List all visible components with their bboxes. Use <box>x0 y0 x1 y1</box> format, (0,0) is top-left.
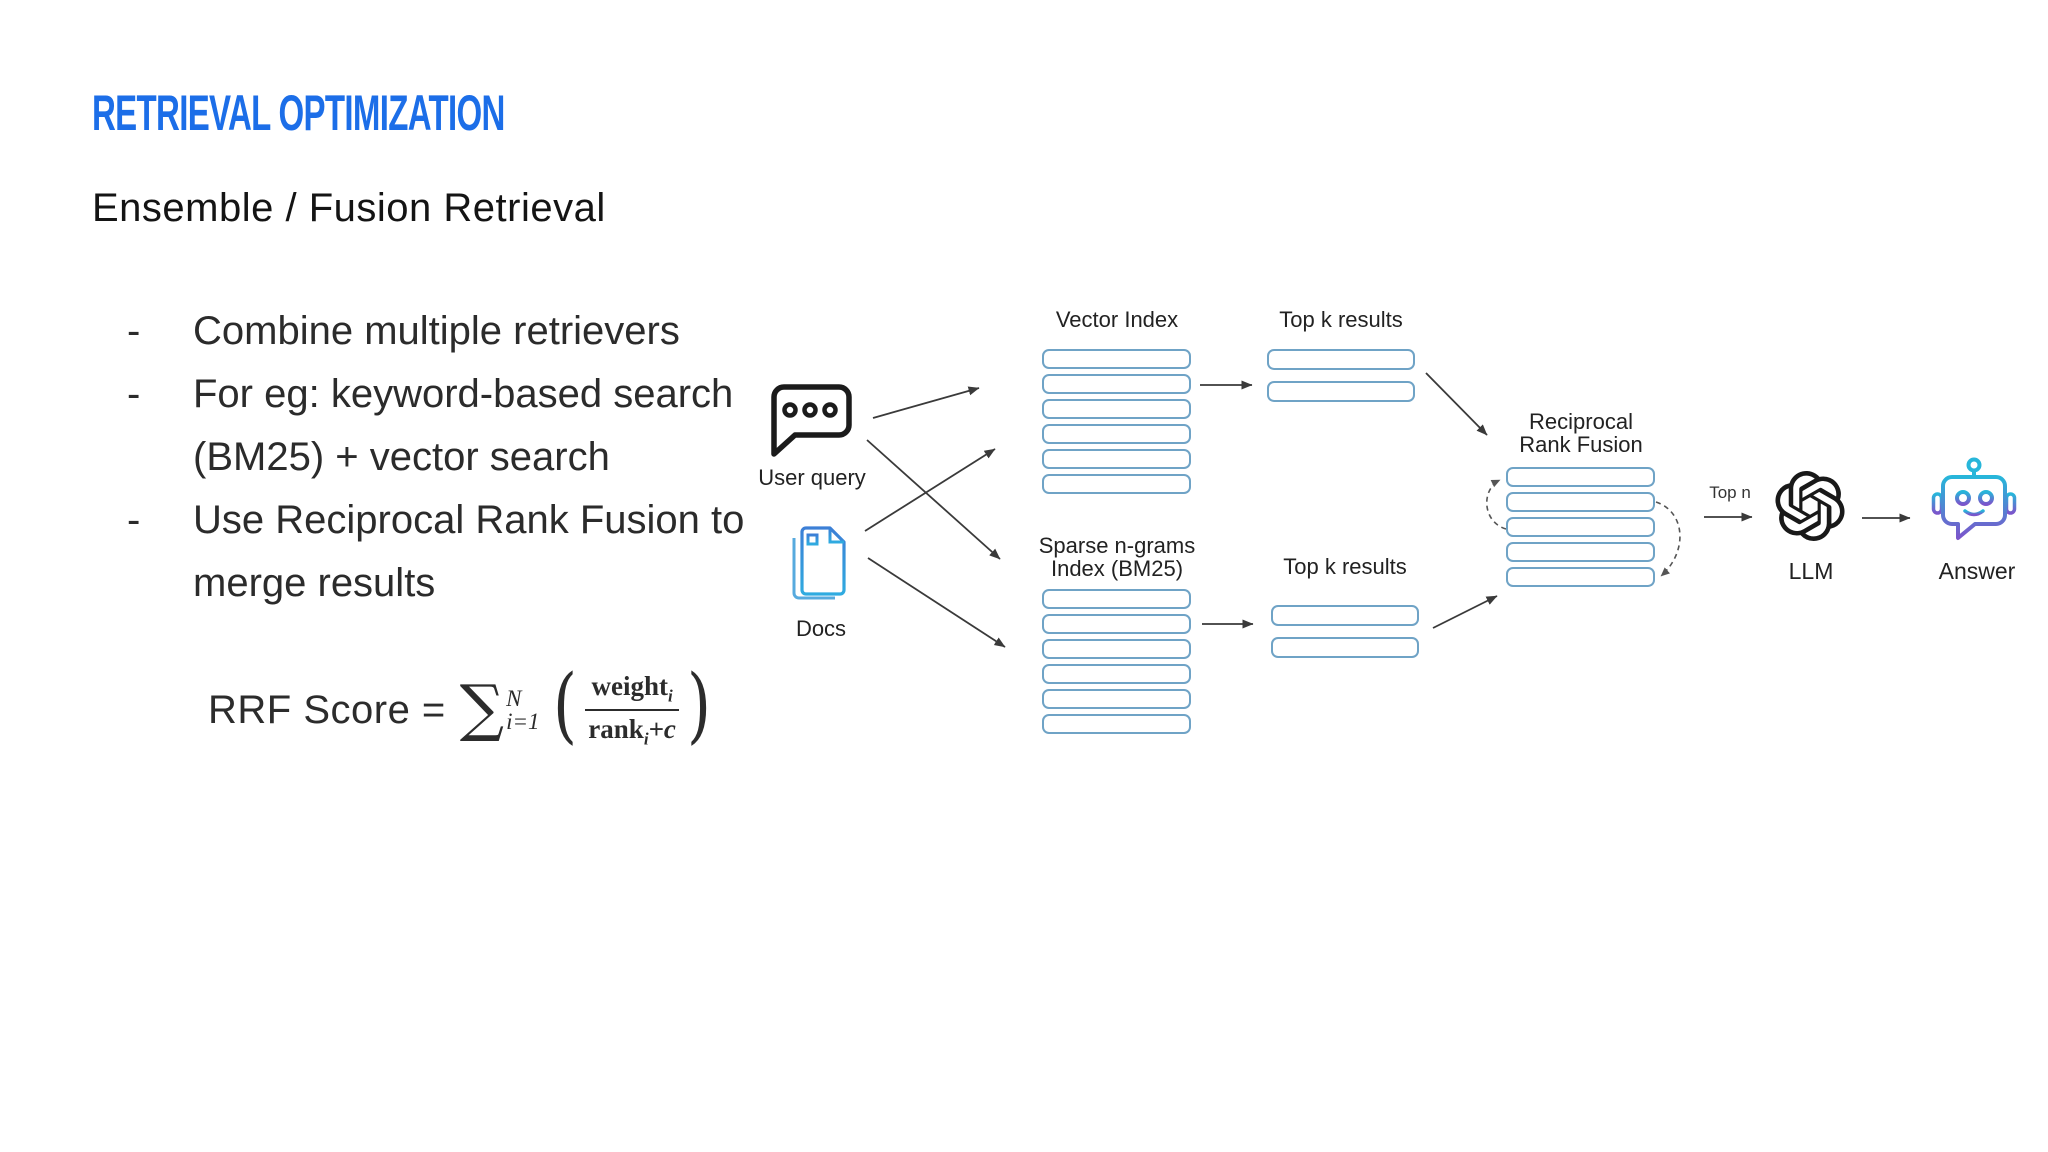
bullet-item: - Combine multiple retrievers <box>127 300 787 363</box>
index-row <box>1042 449 1191 469</box>
arrow-docs-to-vector-index <box>864 448 996 532</box>
sparse-index-label-line2: Index (BM25) <box>1050 556 1184 581</box>
result-row <box>1271 605 1419 626</box>
rrf-reorder-arc-right <box>1655 501 1681 577</box>
vector-index-label: Vector Index <box>1055 307 1179 332</box>
arrow-topk-vector-to-rrf <box>1425 372 1488 436</box>
result-row <box>1267 381 1415 402</box>
fused-result-row <box>1506 517 1655 537</box>
denominator-tail: +c <box>648 714 676 744</box>
numerator-base: weight <box>591 670 668 701</box>
formula-lhs: RRF Score = <box>208 687 446 732</box>
fraction-denominator: ranki+c <box>588 711 676 749</box>
arrow-userquery-to-sparse-index <box>866 439 1001 560</box>
sigma-lower-limit: i=1 <box>506 709 540 734</box>
index-row <box>1042 614 1191 634</box>
user-query-label: User query <box>758 465 866 490</box>
bullet-item: - Use Reciprocal Rank Fusion to merge re… <box>127 489 787 615</box>
docs-icon <box>792 526 846 600</box>
right-paren: ) <box>686 658 711 753</box>
index-row <box>1042 374 1191 394</box>
openai-llm-icon <box>1775 471 1845 542</box>
numerator-subscript: i <box>667 686 673 705</box>
sparse-index-stack <box>1042 589 1191 734</box>
answer-label: Answer <box>1938 558 2016 584</box>
bullet-line: (BM25) + vector search <box>193 435 610 479</box>
index-row <box>1042 424 1191 444</box>
slide-subtitle: Ensemble / Fusion Retrieval <box>92 186 606 230</box>
top-n-label: Top n <box>1709 483 1751 502</box>
arrow-topk-sparse-to-rrf <box>1432 595 1498 629</box>
topk-sparse-label: Top k results <box>1283 554 1407 579</box>
sigma-limits: N i=1 <box>506 687 539 733</box>
topk-vector-stack <box>1267 349 1415 402</box>
bullet-line: Use Reciprocal Rank Fusion to <box>193 498 745 542</box>
fused-result-row <box>1506 542 1655 562</box>
denominator-base: rank <box>588 714 644 744</box>
rrf-formula: RRF Score = ∑ N i=1 ( weighti ranki+c ) <box>208 658 715 753</box>
bullet-line: Combine multiple retrievers <box>193 309 680 353</box>
fused-result-row <box>1506 492 1655 512</box>
result-row <box>1267 349 1415 370</box>
sigma-upper-limit: N <box>506 686 522 711</box>
topk-sparse-stack <box>1271 605 1419 658</box>
fraction-numerator: weighti <box>585 670 679 711</box>
sparse-index-label: Sparse n-grams Index (BM25) <box>1027 534 1207 580</box>
fused-result-row <box>1506 467 1655 487</box>
bullet-dash: - <box>127 498 141 542</box>
index-row <box>1042 689 1191 709</box>
arrow-docs-to-sparse-index <box>867 557 1006 648</box>
index-row <box>1042 639 1191 659</box>
bullet-dash: - <box>127 372 141 416</box>
bullet-line: merge results <box>193 561 436 605</box>
index-row <box>1042 664 1191 684</box>
sigma-symbol: ∑ <box>459 671 505 744</box>
fused-result-row <box>1506 567 1655 587</box>
result-row <box>1271 637 1419 658</box>
topk-vector-label: Top k results <box>1279 307 1403 332</box>
llm-label: LLM <box>1788 558 1834 584</box>
denominator-subscript: i <box>643 729 649 749</box>
bullet-dash: - <box>127 309 141 353</box>
rrf-label: Reciprocal Rank Fusion <box>1496 410 1666 456</box>
bullet-item: - For eg: keyword-based search (BM25) + … <box>127 363 787 489</box>
left-paren: ( <box>553 658 578 753</box>
rrf-reorder-arc-left <box>1485 479 1507 530</box>
fraction: weighti ranki+c <box>585 670 679 750</box>
rrf-label-line2: Rank Fusion <box>1519 432 1643 457</box>
index-row <box>1042 349 1191 369</box>
answer-robot-icon <box>1931 457 2017 540</box>
chat-bubble-icon <box>771 384 852 457</box>
page-title: RETRIEVAL OPTIMIZATION <box>92 85 505 141</box>
arrow-userquery-to-vector-index <box>872 386 980 419</box>
rrf-stack <box>1506 467 1655 587</box>
vector-index-stack <box>1042 349 1191 494</box>
bullet-list: - Combine multiple retrievers - For eg: … <box>127 300 787 615</box>
index-row <box>1042 399 1191 419</box>
bullet-line: For eg: keyword-based search <box>193 372 734 416</box>
index-row <box>1042 474 1191 494</box>
index-row <box>1042 589 1191 609</box>
index-row <box>1042 714 1191 734</box>
sparse-index-label-line1: Sparse n-grams <box>1038 533 1196 558</box>
rrf-label-line1: Reciprocal <box>1529 409 1633 434</box>
docs-label: Docs <box>795 616 847 641</box>
